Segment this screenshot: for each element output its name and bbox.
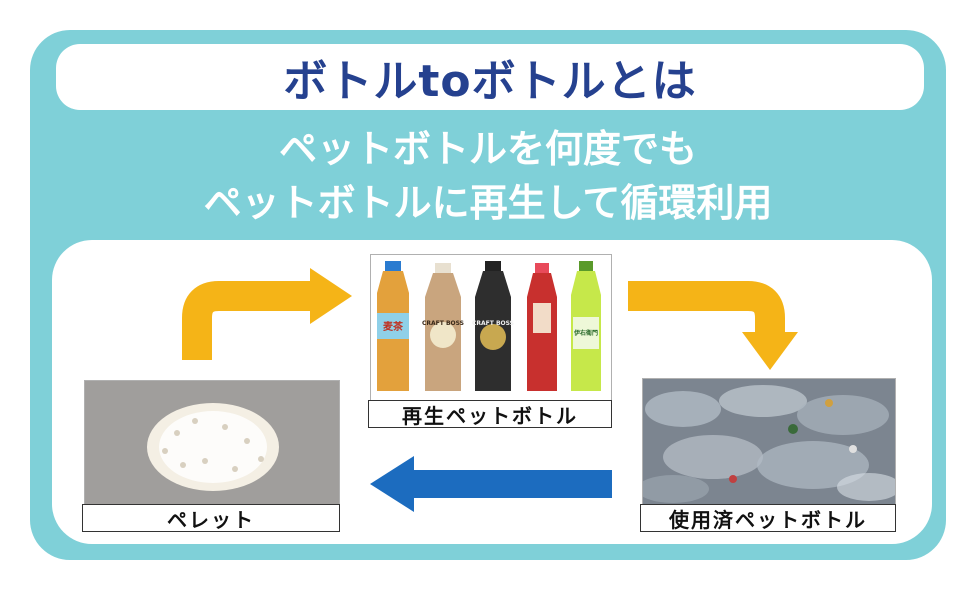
arrow-recycled-to-used (628, 281, 785, 334)
label-pellet: ペレット (82, 504, 340, 532)
arrow-pellet-to-recycled-head (310, 268, 352, 324)
arrow-used-to-pellet-head (370, 456, 414, 512)
bottle-2: CRAFT BOSS (422, 263, 464, 391)
bottle-1-label: 麦茶 (383, 320, 404, 333)
bottle-1: 麦茶 (377, 261, 409, 391)
used-bottles-photo (642, 378, 896, 506)
bottle-4 (527, 263, 557, 391)
pellet-pile (85, 381, 339, 505)
subtitle-line-1: ペットボトルを何度でも (278, 127, 697, 171)
pellet-photo (84, 380, 340, 506)
page-title: ボトルtoボトルとは (283, 56, 697, 107)
arrow-pellet-to-recycled (182, 281, 312, 360)
label-recycled-bottles: 再生ペットボトル (368, 400, 612, 428)
recycled-bottles-photo: 麦茶 CRAFT BOSS CRAFT BOSS 伊右衛門 (370, 254, 612, 402)
bottles-illustration: 麦茶 CRAFT BOSS CRAFT BOSS 伊右衛門 (377, 261, 601, 391)
crushed-bottles-texture (643, 379, 895, 505)
subtitle-line-2: ペットボトルに再生して循環利用 (203, 181, 773, 225)
bottle-5: 伊右衛門 (571, 261, 601, 391)
arrow-used-to-pellet (412, 470, 612, 498)
bottle-3-label: CRAFT BOSS (472, 320, 514, 327)
bottle-4-label: 伊右衛門 (573, 329, 598, 337)
label-used-bottles: 使用済ペットボトル (640, 504, 896, 532)
arrow-recycled-to-used-head (742, 332, 798, 370)
title-box: ボトルtoボトルとは (56, 44, 924, 110)
bottle-3: CRAFT BOSS (472, 261, 514, 391)
bottle-2-label: CRAFT BOSS (422, 320, 464, 327)
